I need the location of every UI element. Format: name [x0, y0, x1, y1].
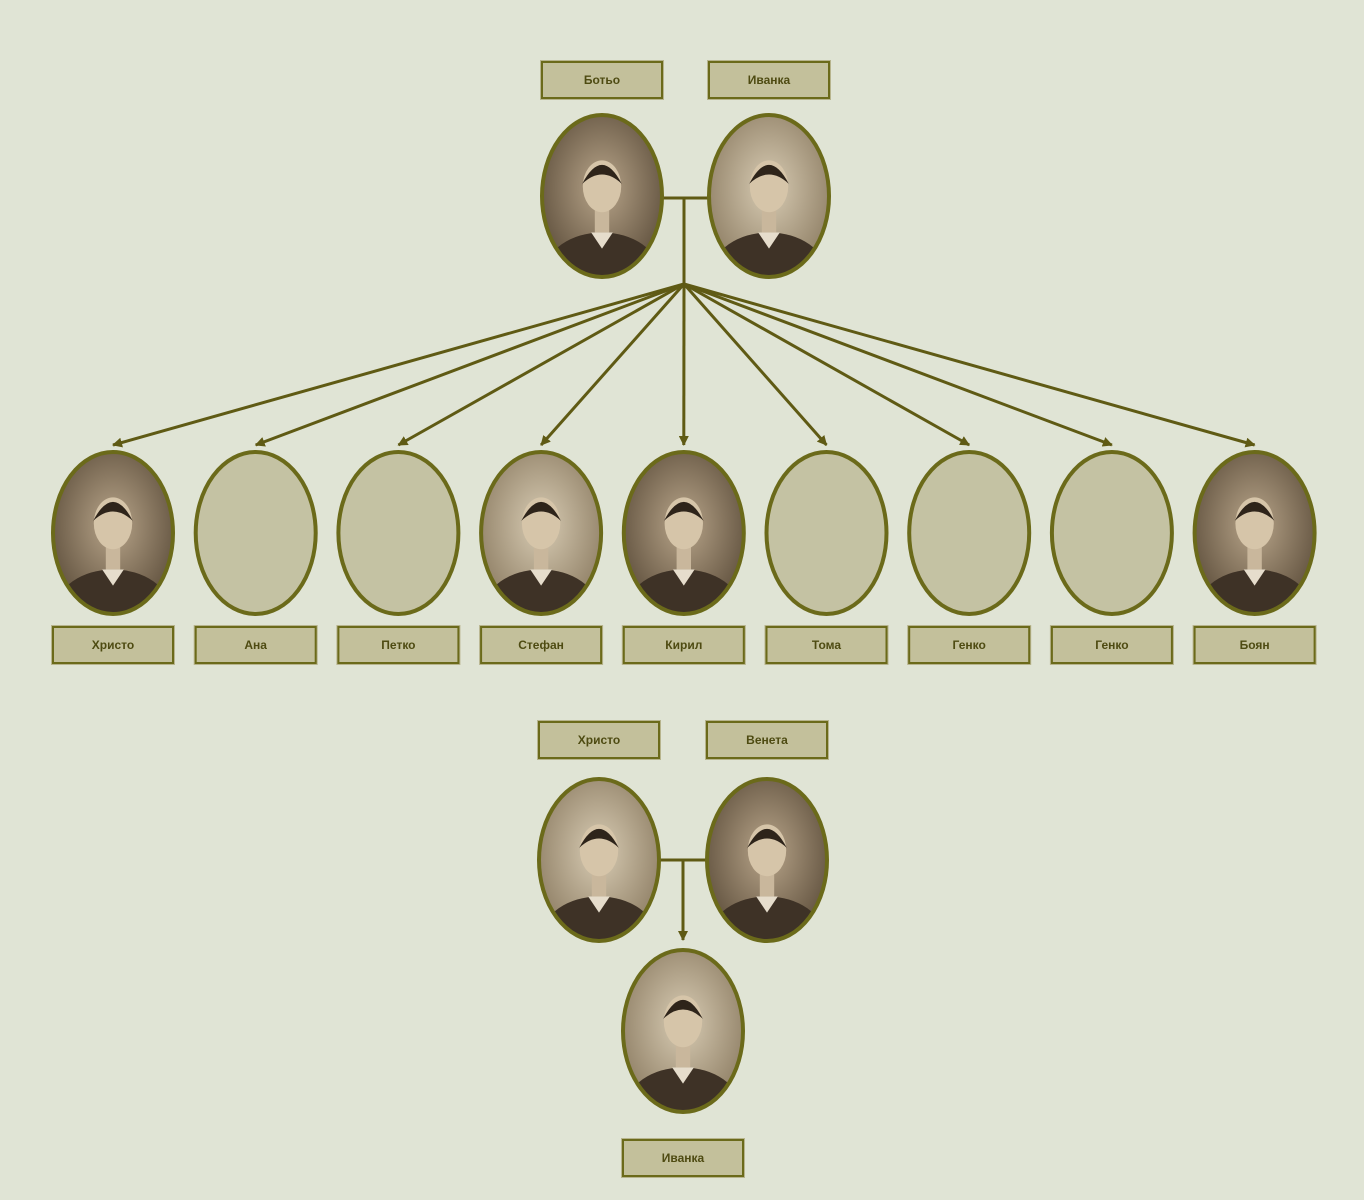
photo-oval: [51, 450, 175, 616]
name-label: Кирил: [621, 625, 746, 665]
arrow-connector: [683, 282, 1256, 448]
portrait-icon: [539, 779, 659, 941]
portrait-icon: [481, 452, 602, 614]
arrow-connector: [683, 282, 1113, 447]
photo-oval: [479, 450, 604, 616]
arrow-connector: [539, 283, 686, 446]
name-label: Генко: [1049, 625, 1174, 665]
photo-oval: [1049, 450, 1174, 616]
portrait-icon: [53, 452, 173, 614]
name-label: Венета: [705, 720, 829, 760]
photo-frame: [537, 777, 661, 943]
name-label: Петко: [336, 625, 461, 665]
photo-oval: [1192, 450, 1317, 616]
name-label-text: Венета: [746, 733, 788, 747]
name-label-text: Иванка: [662, 1151, 705, 1165]
photo-oval: [764, 450, 889, 616]
photo-frame: [51, 450, 175, 616]
name-label-text: Иванка: [748, 73, 791, 87]
name-label: Тома: [764, 625, 889, 665]
photo-oval: [621, 948, 745, 1114]
photo-frame: [764, 450, 889, 616]
photo-frame: [1049, 450, 1174, 616]
portrait-icon: [542, 115, 662, 277]
name-label: Иванка: [707, 60, 831, 100]
arrow-connector: [682, 283, 828, 446]
name-label-text: Христо: [578, 733, 620, 747]
name-label-text: Ана: [244, 638, 267, 652]
photo-frame: [621, 450, 746, 616]
name-label-text: Кирил: [665, 638, 702, 652]
photo-frame: [621, 948, 745, 1114]
arrow-connector: [112, 282, 685, 448]
photo-frame: [1192, 450, 1317, 616]
photo-oval: [707, 113, 831, 279]
photo-frame: [705, 777, 829, 943]
name-label: Иванка: [621, 1138, 745, 1178]
name-label-text: Боян: [1240, 638, 1270, 652]
photo-frame: [479, 450, 604, 616]
portrait-icon: [623, 950, 743, 1112]
photo-oval: [907, 450, 1032, 616]
photo-oval: [540, 113, 664, 279]
name-label-text: Тома: [812, 638, 841, 652]
name-label-text: Ботьо: [584, 73, 620, 87]
portrait-icon: [707, 779, 827, 941]
name-label-text: Генко: [953, 638, 986, 652]
name-label: Стефан: [479, 625, 604, 665]
photo-oval: [193, 450, 318, 616]
photo-oval: [336, 450, 461, 616]
name-label-text: Христо: [92, 638, 134, 652]
name-label: Генко: [907, 625, 1032, 665]
photo-oval: [705, 777, 829, 943]
name-label-text: Петко: [381, 638, 415, 652]
photo-frame: [193, 450, 318, 616]
portrait-icon: [623, 452, 744, 614]
photo-oval: [537, 777, 661, 943]
arrow-connector: [254, 282, 685, 447]
arrow-connector: [397, 282, 685, 447]
portrait-icon: [709, 115, 829, 277]
photo-frame: [540, 113, 664, 279]
name-label: Христо: [537, 720, 661, 760]
name-label: Христо: [51, 625, 175, 665]
photo-frame: [707, 113, 831, 279]
photo-oval: [621, 450, 746, 616]
name-label: Ана: [193, 625, 318, 665]
photo-frame: [907, 450, 1032, 616]
name-label-text: Стефан: [518, 638, 564, 652]
name-label-text: Генко: [1095, 638, 1128, 652]
connectors-layer: [112, 196, 1256, 941]
photo-frame: [336, 450, 461, 616]
name-label: Боян: [1192, 625, 1317, 665]
portrait-icon: [1194, 452, 1315, 614]
arrow-connector: [683, 282, 971, 447]
name-label: Ботьо: [540, 60, 664, 100]
